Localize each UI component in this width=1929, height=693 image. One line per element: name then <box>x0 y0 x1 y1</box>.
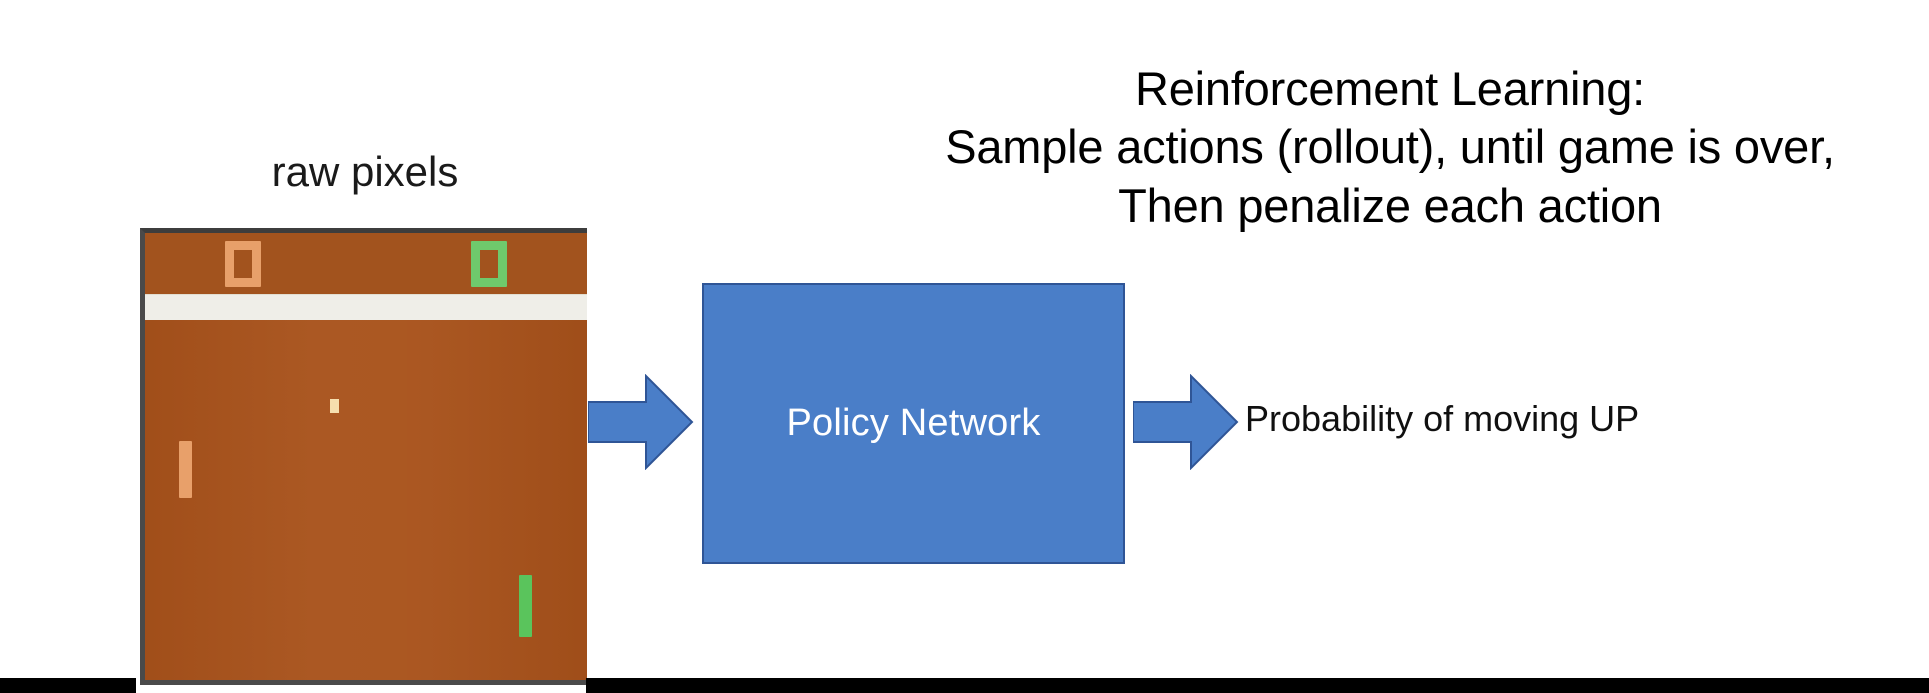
policy-network-label: Policy Network <box>786 402 1041 444</box>
headline-line-2: Sample actions (rollout), until game is … <box>945 120 1835 174</box>
pong-divider-bar <box>145 294 587 320</box>
opponent-paddle <box>179 441 192 498</box>
pong-game-screen <box>140 228 587 685</box>
output-label: Probability of moving UP <box>1245 398 1640 439</box>
agent-paddle <box>519 575 532 637</box>
score-left-zero <box>225 241 261 287</box>
headline-text: Reinforcement Learning: Sample actions (… <box>860 60 1920 235</box>
input-arrow-icon <box>588 374 694 470</box>
headline-line-3: Then penalize each action <box>1118 178 1662 232</box>
score-right-zero <box>471 241 507 287</box>
policy-network-box[interactable]: Policy Network <box>702 283 1125 564</box>
pong-scoreboard <box>145 233 587 294</box>
headline-line-1: Reinforcement Learning: <box>1134 62 1646 115</box>
score-left-inner <box>234 250 252 278</box>
raw-pixels-caption: raw pixels <box>271 148 459 195</box>
bottom-black-bar-right <box>586 678 1929 693</box>
output-arrow-icon <box>1133 374 1239 470</box>
bottom-black-bar-left <box>0 678 136 693</box>
score-right-inner <box>480 250 498 278</box>
pong-ball <box>330 399 339 413</box>
